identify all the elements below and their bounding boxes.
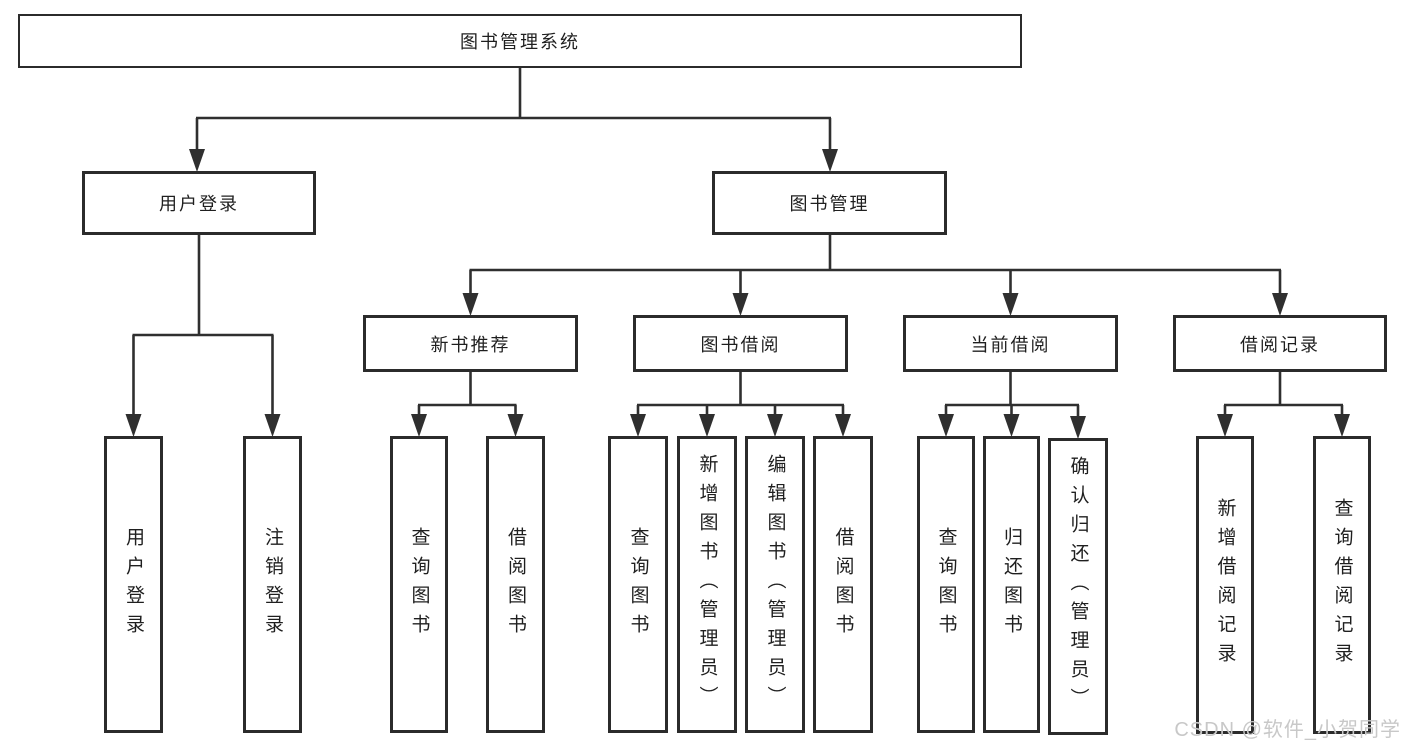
arrowhead-down-icon: [1272, 293, 1288, 316]
leaf-borrow-query-books: 查询图书: [608, 436, 668, 733]
leaf-borrow-edit-books-admin: 编辑图书（管理员）: [745, 436, 805, 733]
leaf-recommend-query-books-label: 查询图书: [408, 526, 430, 643]
node-current-borrow: 当前借阅: [903, 315, 1118, 372]
leaf-records-add-borrow-record: 新增借阅记录: [1196, 436, 1254, 734]
watermark: CSDN @软件_小贺同学: [1174, 719, 1401, 741]
arrowhead-down-icon: [630, 414, 646, 437]
arrowhead-down-icon: [462, 293, 479, 316]
arrowhead-down-icon: [1217, 414, 1233, 437]
arrowhead-down-icon: [767, 414, 783, 437]
node-book-borrow: 图书借阅: [633, 315, 848, 372]
node-book-management: 图书管理: [712, 171, 947, 235]
leaf-borrow-borrow-books-label: 借阅图书: [832, 526, 854, 643]
leaf-borrow-borrow-books: 借阅图书: [813, 436, 873, 733]
arrowhead-down-icon: [189, 149, 205, 172]
leaf-logout-login-label: 注销登录: [262, 526, 283, 643]
leaf-logout-login: 注销登录: [243, 436, 302, 733]
node-root-label: 图书管理系统: [460, 32, 580, 52]
leaf-records-add-borrow-record-label: 新增借阅记录: [1214, 498, 1236, 672]
node-book-borrow-label: 图书借阅: [700, 334, 781, 355]
arrowhead-down-icon: [1070, 416, 1086, 439]
node-user-login: 用户登录: [82, 171, 316, 235]
node-borrow-records-label: 借阅记录: [1240, 334, 1320, 355]
arrowhead-down-icon: [411, 414, 427, 437]
leaf-borrow-add-books-admin: 新增图书（管理员）: [677, 436, 737, 733]
arrowhead-down-icon: [1334, 414, 1350, 437]
arrowhead-down-icon: [938, 414, 954, 437]
node-current-borrow-label: 当前借阅: [970, 334, 1051, 355]
arrowhead-down-icon: [835, 414, 851, 437]
leaf-borrow-add-books-admin-label: 新增图书（管理员）: [696, 454, 718, 715]
leaf-current-confirm-return-admin: 确认归还（管理员）: [1048, 438, 1108, 735]
arrowhead-down-icon: [125, 414, 142, 437]
arrowhead-down-icon: [822, 149, 838, 172]
arrowhead-down-icon: [732, 293, 749, 316]
leaf-current-return-books: 归还图书: [983, 436, 1040, 733]
leaf-current-return-books-label: 归还图书: [1001, 526, 1022, 643]
node-book-management-label: 图书管理: [789, 194, 870, 214]
leaf-recommend-query-books: 查询图书: [390, 436, 448, 733]
node-borrow-records: 借阅记录: [1173, 315, 1387, 372]
leaf-user-login-label: 用户登录: [123, 526, 144, 643]
arrowhead-down-icon: [264, 414, 281, 437]
node-new-book-recommend: 新书推荐: [363, 315, 578, 372]
leaf-borrow-query-books-label: 查询图书: [627, 526, 649, 643]
leaf-records-query-borrow-record-label: 查询借阅记录: [1331, 498, 1353, 672]
node-user-login-label: 用户登录: [159, 194, 239, 214]
leaf-current-query-books: 查询图书: [917, 436, 975, 733]
leaf-current-confirm-return-admin-label: 确认归还（管理员）: [1067, 456, 1089, 717]
arrowhead-down-icon: [1003, 414, 1020, 437]
node-new-book-recommend-label: 新书推荐: [430, 334, 511, 355]
leaf-recommend-borrow-books: 借阅图书: [486, 436, 545, 733]
arrowhead-down-icon: [699, 414, 715, 437]
leaf-recommend-borrow-books-label: 借阅图书: [505, 526, 526, 643]
leaf-current-query-books-label: 查询图书: [935, 526, 957, 643]
leaf-user-login: 用户登录: [104, 436, 163, 733]
node-root: 图书管理系统: [18, 14, 1022, 68]
leaf-records-query-borrow-record: 查询借阅记录: [1313, 436, 1371, 734]
arrowhead-down-icon: [507, 414, 524, 437]
arrowhead-down-icon: [1002, 293, 1019, 316]
leaf-borrow-edit-books-admin-label: 编辑图书（管理员）: [764, 454, 786, 715]
